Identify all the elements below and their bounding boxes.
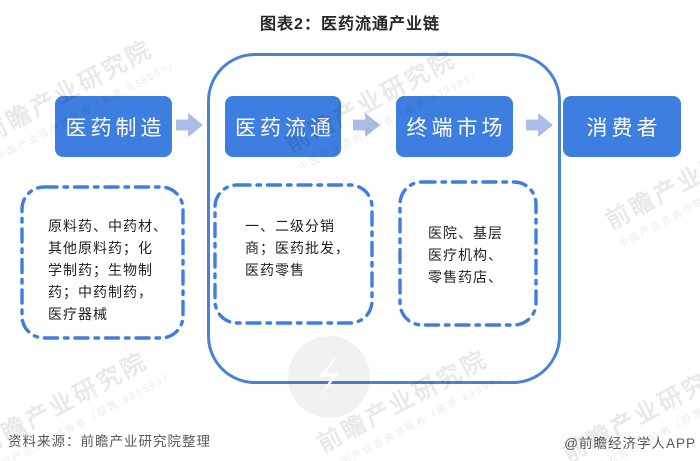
dashed-border bbox=[398, 180, 538, 327]
arrow-right-icon bbox=[176, 113, 203, 137]
detail-box-terminal-market: 医院、基层 医疗机构、 零售药店、 bbox=[398, 180, 538, 327]
chain-node-distribution: 医药流通 bbox=[225, 96, 341, 157]
detail-text: 医院、基层 医疗机构、 零售药店、 bbox=[428, 225, 503, 285]
dashed-border bbox=[213, 183, 374, 325]
detail-text: 一、二级分销 商；医药批发， 医药零售 bbox=[245, 218, 350, 278]
chain-node-manufacturing: 医药制造 bbox=[55, 96, 172, 157]
dashed-border bbox=[20, 185, 185, 340]
watermark-tagline-text: 中国产业咨询领导者（股票:839599） bbox=[617, 144, 700, 251]
watermark-credit: @前瞻经济学人APP bbox=[564, 436, 696, 451]
detail-box-manufacturing: 原料药、中药材、 其他原料药；化 学制药；生物制 药；中药制药， 医疗器械 bbox=[20, 185, 185, 340]
source-note: 资料来源：前瞻产业研究院整理 bbox=[8, 434, 211, 449]
flow-group-container bbox=[207, 53, 561, 384]
detail-text: 原料药、中药材、 其他原料药；化 学制药；生物制 药；中药制药， 医疗器械 bbox=[48, 218, 168, 322]
detail-box-distribution: 一、二级分销 商；医药批发， 医药零售 bbox=[213, 183, 374, 325]
chain-node-terminal-market: 终端市场 bbox=[396, 96, 513, 157]
page-title: 图表2：医药流通产业链 bbox=[260, 16, 440, 33]
chain-node-consumer: 消费者 bbox=[563, 96, 681, 157]
